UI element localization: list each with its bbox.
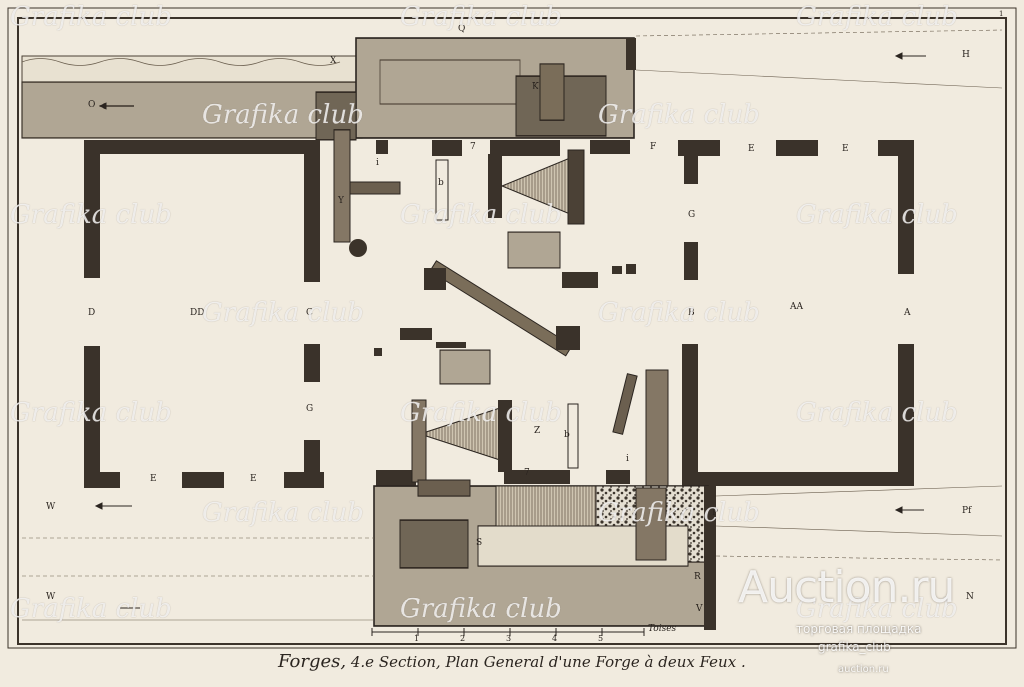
scale-tick: 1 [414, 634, 420, 643]
plan-label: F [650, 142, 657, 152]
plan-label: R [694, 572, 701, 582]
plan-label: K [532, 82, 539, 92]
plate-number: 1 [999, 10, 1004, 18]
plan-label: Z [534, 426, 541, 436]
plan-label: A [904, 308, 911, 318]
plan-label: N [966, 592, 974, 602]
plan-label: AA [790, 302, 803, 312]
plan-label: Y [338, 196, 344, 206]
plan-label: G [688, 210, 696, 220]
caption-title: Forges, [278, 651, 347, 672]
plan-label: V [696, 604, 703, 614]
scale-tick: 2 [460, 634, 466, 643]
plan-label: DD [190, 308, 205, 318]
caption-section: 4.e Section, [350, 653, 441, 671]
plan-label: i [626, 454, 629, 464]
plan-label: D [88, 308, 96, 318]
scale-label: Toises [648, 624, 677, 634]
scale-tick: 5 [598, 634, 604, 643]
plan-label: B [688, 308, 695, 318]
plan-label: W [46, 502, 56, 512]
plan-label: E [150, 474, 157, 484]
plan-label: X [330, 56, 337, 66]
scale-tick: 4 [552, 634, 558, 643]
plan-label: S [476, 538, 483, 548]
plan-label: E [250, 474, 257, 484]
plan-label: b [564, 430, 570, 440]
plan-label: Pf [962, 506, 972, 516]
plan-label: 7 [524, 468, 530, 478]
plan-label: E [748, 144, 755, 154]
plan-label: W [46, 592, 56, 602]
plan-label: b [438, 178, 444, 188]
plate-caption: Forges, 4.e Section, Plan General d'une … [278, 651, 746, 672]
caption-rest: Plan General d'une Forge à deux Feux . [445, 653, 746, 671]
plan-label: Q [458, 24, 466, 34]
auction-domain: auction.ru [838, 664, 889, 675]
plan-label: P [712, 508, 719, 518]
plan-label: O [88, 100, 96, 110]
plan-label: C [306, 308, 313, 318]
plan-label: H [962, 50, 970, 60]
auction-subtitle: торговая площадка [796, 622, 922, 636]
scale-tick: 3 [506, 634, 512, 643]
auction-username: grafika_club [818, 640, 891, 654]
plan-label: i [376, 158, 379, 168]
auction-logo: Auction.ru [738, 562, 955, 613]
plan-label: G [306, 404, 314, 414]
plan-label: E [842, 144, 849, 154]
plan-label: 7 [470, 142, 476, 152]
